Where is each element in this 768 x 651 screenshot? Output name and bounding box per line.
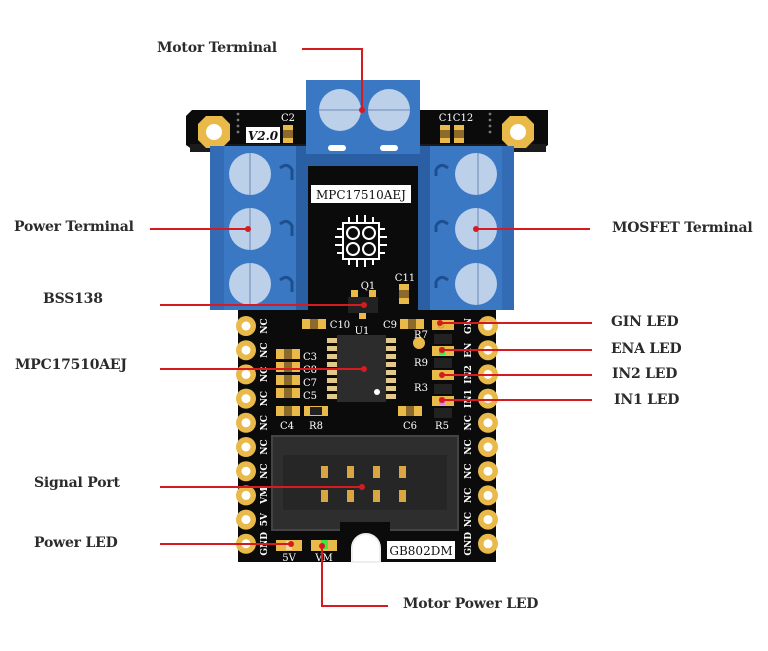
- svg-text:R3: R3: [414, 383, 428, 394]
- svg-text:C7: C7: [303, 378, 317, 389]
- chip-logo-icon: [335, 215, 387, 267]
- svg-text:Q1: Q1: [361, 281, 376, 292]
- pin-label: NC: [260, 439, 270, 454]
- pin-label: VM: [260, 487, 270, 505]
- signal-port-header: [271, 435, 459, 534]
- svg-text:5V: 5V: [282, 553, 296, 564]
- svg-text:C8: C8: [303, 365, 317, 376]
- pin-label: NC: [260, 464, 270, 479]
- svg-text:C6: C6: [403, 421, 417, 432]
- svg-text:MPC17510AEJ: MPC17510AEJ: [316, 188, 406, 202]
- pin-gnd: GND: [464, 532, 498, 556]
- pin-label: NC: [260, 367, 270, 382]
- capacitor-bank: [276, 349, 422, 416]
- svg-text:R8: R8: [309, 421, 323, 432]
- label-power-terminal: Power Terminal: [14, 219, 134, 235]
- svg-text:C4: C4: [280, 421, 294, 432]
- mounting-hole-left: [198, 116, 230, 148]
- pin-nc: NC: [236, 412, 270, 433]
- pin-label: NC: [464, 415, 474, 430]
- pin-nc: NC: [236, 461, 270, 482]
- svg-text:R7: R7: [414, 330, 428, 341]
- svg-text:GB802DM: GB802DM: [389, 544, 452, 558]
- pin-in1: IN1: [464, 388, 498, 409]
- label-signal-port: Signal Port: [34, 475, 120, 491]
- version-label: V2.0: [246, 127, 280, 143]
- svg-text:V2.0: V2.0: [248, 129, 279, 143]
- model-label: GB802DM: [387, 541, 455, 559]
- pin-5v: 5V: [236, 509, 270, 530]
- pin-label: NC: [464, 439, 474, 454]
- svg-text:C1C12: C1C12: [439, 113, 473, 124]
- pin-nc: NC: [464, 509, 498, 530]
- pin-nc: NC: [236, 340, 270, 361]
- pin-nc: NC: [236, 388, 270, 409]
- pin-nc: NC: [464, 461, 498, 482]
- pin-nc: NC: [236, 437, 270, 457]
- pin-nc: NC: [236, 364, 270, 385]
- leader-motor-terminal: [302, 48, 363, 110]
- label-gin-led: GIN LED: [611, 314, 679, 330]
- svg-text:R5: R5: [435, 421, 449, 432]
- leader-dots: [245, 107, 479, 549]
- label-bss138: BSS138: [43, 291, 103, 307]
- pin-nc: NC: [236, 316, 270, 336]
- label-in1-led: IN1 LED: [614, 392, 680, 408]
- pin-label: IN1: [464, 389, 474, 408]
- svg-text:U1: U1: [355, 326, 370, 337]
- svg-text:C11: C11: [395, 273, 415, 284]
- pin-vm: VM: [236, 485, 270, 506]
- pin-label: NC: [464, 512, 474, 527]
- label-motor-terminal: Motor Terminal: [157, 40, 277, 56]
- pin-label: NC: [260, 415, 270, 430]
- pin-label: NC: [464, 464, 474, 479]
- svg-text:C10: C10: [330, 320, 350, 331]
- pin-gn: GN: [464, 316, 498, 336]
- svg-text:C9: C9: [383, 320, 397, 331]
- pin-label: NC: [260, 343, 270, 358]
- label-mosfet-terminal: MOSFET Terminal: [612, 220, 753, 236]
- pin-label: NC: [260, 391, 270, 406]
- svg-text:C3: C3: [303, 352, 317, 363]
- pin-label: NC: [464, 488, 474, 503]
- pin-label: 5V: [260, 512, 270, 526]
- label-power-led: Power LED: [34, 535, 118, 551]
- pin-nc: NC: [464, 412, 498, 433]
- label-mpc17510aej: MPC17510AEJ: [15, 357, 127, 373]
- chip-name-label: MPC17510AEJ: [311, 185, 411, 203]
- pin-label: GN: [464, 318, 474, 334]
- svg-text:C5: C5: [303, 391, 317, 402]
- board-notch: [351, 533, 381, 563]
- label-ena-led: ENA LED: [611, 341, 682, 357]
- svg-text:VM: VM: [314, 553, 332, 564]
- svg-text:C2: C2: [281, 113, 295, 124]
- label-in2-led: IN2 LED: [612, 366, 678, 382]
- mounting-hole-right: [502, 116, 534, 148]
- label-motor-power-led: Motor Power LED: [403, 596, 539, 612]
- leader-motor-power-led: [321, 546, 388, 607]
- pin-label: GND: [464, 532, 474, 556]
- pin-nc: NC: [464, 485, 498, 506]
- svg-text:R9: R9: [414, 358, 428, 369]
- leader-lines: [150, 48, 592, 607]
- pin-nc: NC: [464, 437, 498, 457]
- pin-label: NC: [260, 318, 270, 333]
